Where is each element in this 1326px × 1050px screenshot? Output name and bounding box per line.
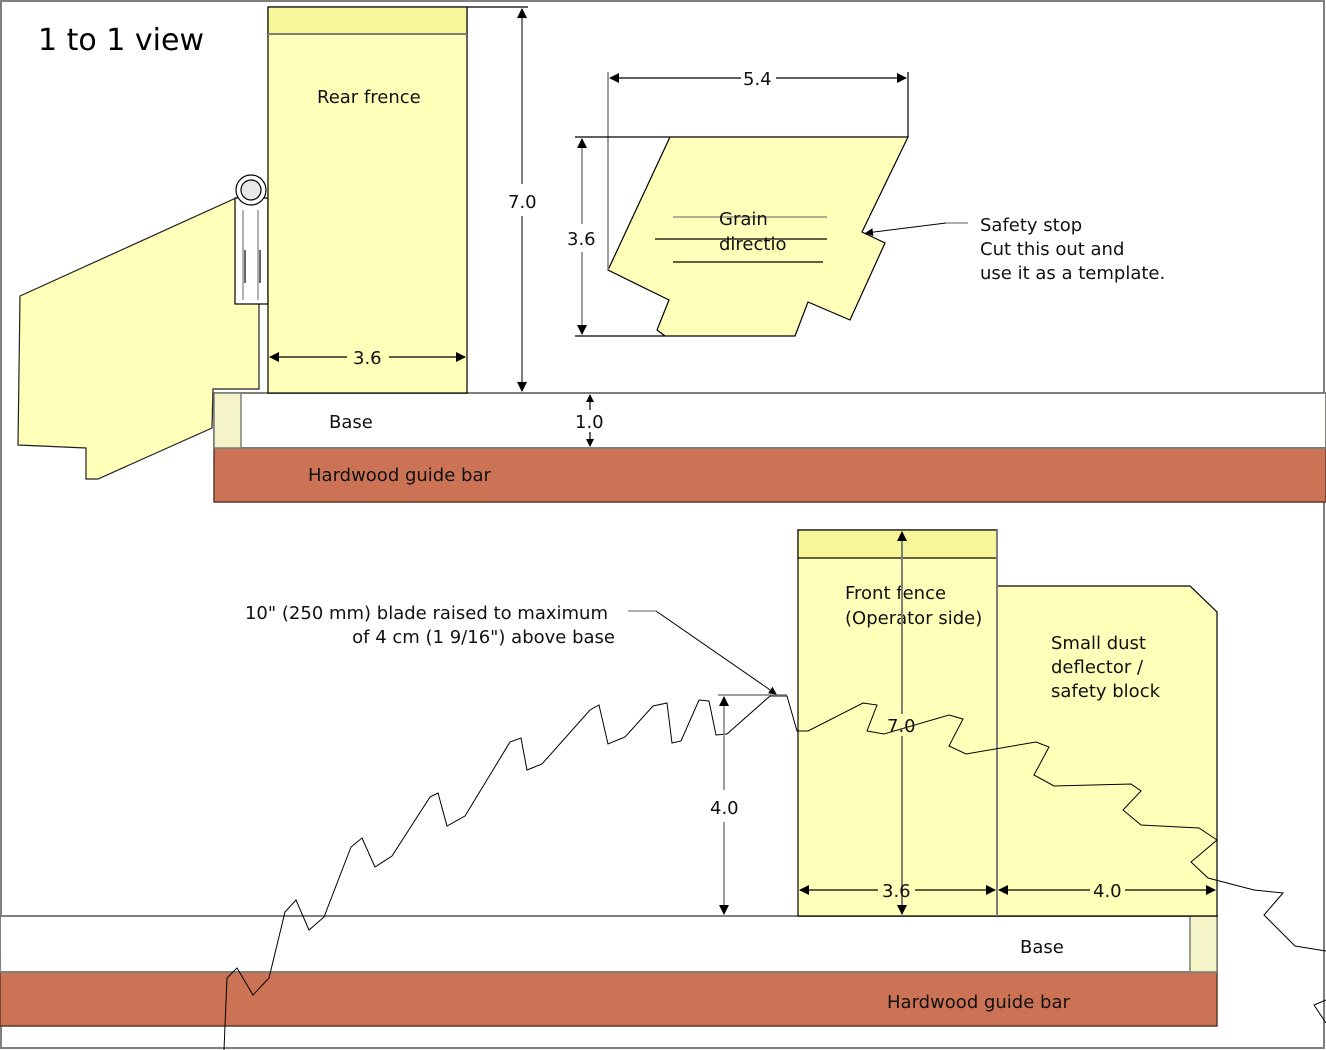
blade-height-dim: 4.0: [710, 798, 739, 819]
dust-deflector-label-line3: safety block: [1051, 681, 1161, 702]
front-fence: [797, 529, 998, 917]
rear-fence-cap: [267, 6, 468, 35]
grain-label-line1: Grain: [719, 209, 768, 230]
front-fence-label-line2: (Operator side): [845, 608, 982, 629]
blade-note-line2: of 4 cm (1 9/16") above base: [352, 627, 615, 648]
top-view: Hardwood guide bar Base Rear frence 3.6: [17, 6, 1326, 503]
rear-fence-width-dim: 3.6: [353, 348, 382, 369]
hinge: [234, 174, 269, 305]
rear-fence-height-dim: 7.0: [508, 192, 537, 213]
dust-deflector-label-line1: Small dust: [1051, 633, 1146, 654]
saw-blade-outline: [223, 695, 1326, 1050]
front-fence-cap: [797, 529, 998, 559]
hinge-plate: [234, 197, 269, 305]
template-width-dim: 5.4: [743, 69, 772, 90]
bottom-base-label: Base: [1020, 937, 1064, 958]
dust-deflector-width-dim: 4.0: [1093, 881, 1122, 902]
blade-note-line1: 10" (250 mm) blade raised to maximum: [245, 603, 608, 624]
base-thickness-dim: 1.0: [575, 412, 604, 433]
top-base: [213, 392, 1326, 449]
safety-stop-note-line3: use it as a template.: [980, 263, 1165, 284]
diagram-title: 1 to 1 view: [38, 23, 204, 58]
top-base-label: Base: [329, 412, 373, 433]
bottom-view: Hardwood guide bar Base Small dust defle…: [0, 529, 1326, 1050]
safety-stop-note-line1: Safety stop: [980, 215, 1082, 236]
rear-fence: [267, 6, 468, 394]
bottom-base-end-cap: [1189, 915, 1218, 973]
front-fence-width-dim: 3.6: [882, 881, 911, 902]
bottom-guide-bar-label: Hardwood guide bar: [887, 992, 1070, 1013]
safety-stop-note-line2: Cut this out and: [980, 239, 1124, 260]
safety-stop-template: [607, 136, 909, 337]
bottom-guide-bar: [0, 971, 1218, 1027]
front-fence-label-line1: Front fence: [845, 583, 946, 604]
top-base-end-cap: [213, 392, 242, 449]
front-fence-height-dim: 7.0: [887, 716, 916, 737]
hinge-pin-icon: [240, 179, 262, 201]
dust-deflector-label-line2: deflector /: [1051, 657, 1144, 678]
rear-fence-label: Rear frence: [317, 87, 421, 108]
template-height-dim: 3.6: [567, 229, 596, 250]
top-guide-bar-label: Hardwood guide bar: [308, 465, 491, 486]
top-guide-bar: [213, 447, 1326, 503]
grain-label-line2: directio: [719, 234, 786, 255]
